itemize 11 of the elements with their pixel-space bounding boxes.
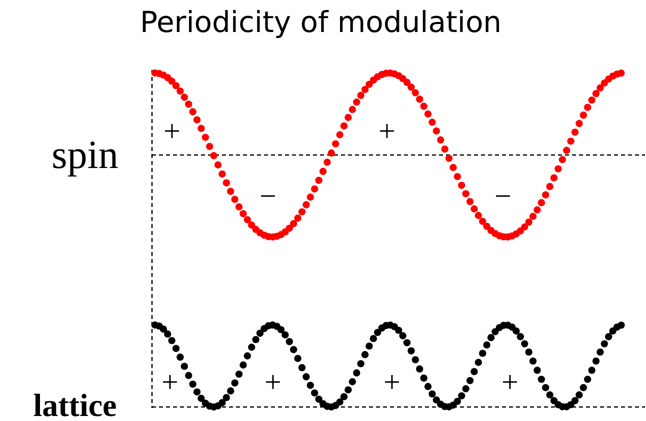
sign-label: + xyxy=(384,368,400,398)
sign-label: + xyxy=(264,368,282,398)
sign-label: − xyxy=(260,182,276,212)
sign-label: + xyxy=(162,368,178,398)
sign-label: + xyxy=(502,368,518,398)
sign-label: + xyxy=(164,117,180,147)
axis-label: lattice xyxy=(33,389,117,421)
sign-label: − xyxy=(494,182,512,212)
axis-label: spin xyxy=(52,135,118,175)
sign-label: + xyxy=(378,117,396,147)
title: Periodicity of modulation xyxy=(140,8,502,37)
